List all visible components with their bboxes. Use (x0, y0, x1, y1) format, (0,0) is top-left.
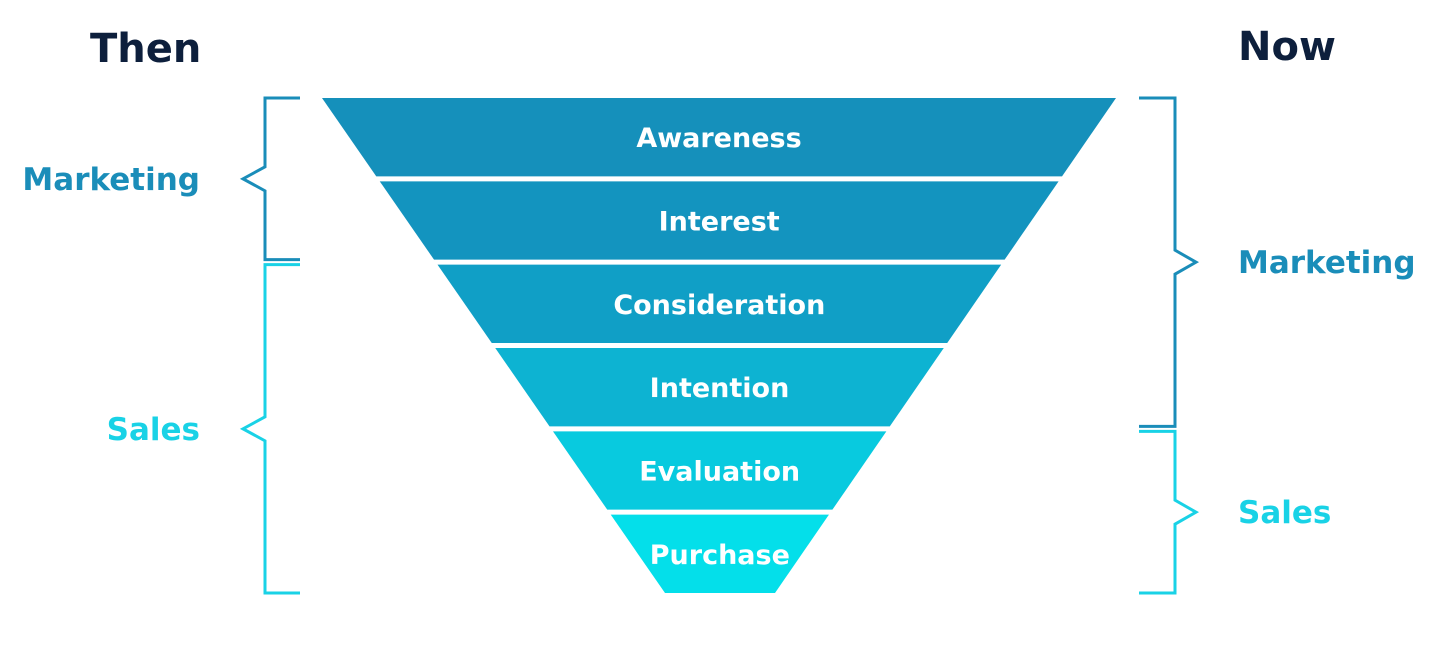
then-group-label: Sales (107, 412, 200, 448)
funnel-stage-label: Intention (650, 373, 790, 404)
funnel-stage-label: Awareness (636, 123, 801, 154)
funnel-stage-label: Evaluation (639, 457, 800, 488)
group-bracket (239, 96, 300, 262)
now-group-label: Marketing (1238, 245, 1416, 281)
funnel-stage (610, 514, 829, 593)
funnel-stage (552, 431, 887, 510)
now-group-label: Sales (1238, 495, 1331, 531)
then-heading: Then (90, 26, 201, 72)
funnel-stage-label: Interest (659, 207, 780, 238)
funnel-stage-label: Consideration (613, 290, 825, 321)
funnel-stage (322, 98, 1116, 177)
then-group-label: Marketing (22, 162, 200, 198)
now-heading: Now (1238, 24, 1336, 70)
funnel-stage (437, 264, 1002, 343)
funnel-stage-label: Purchase (650, 540, 790, 571)
funnel: AwarenessInterestConsiderationIntentionE… (322, 98, 1116, 593)
group-bracket (1139, 429, 1200, 595)
funnel-stage (379, 181, 1059, 260)
group-bracket (239, 263, 300, 595)
funnel-stage (495, 348, 944, 427)
group-bracket (1139, 96, 1200, 428)
